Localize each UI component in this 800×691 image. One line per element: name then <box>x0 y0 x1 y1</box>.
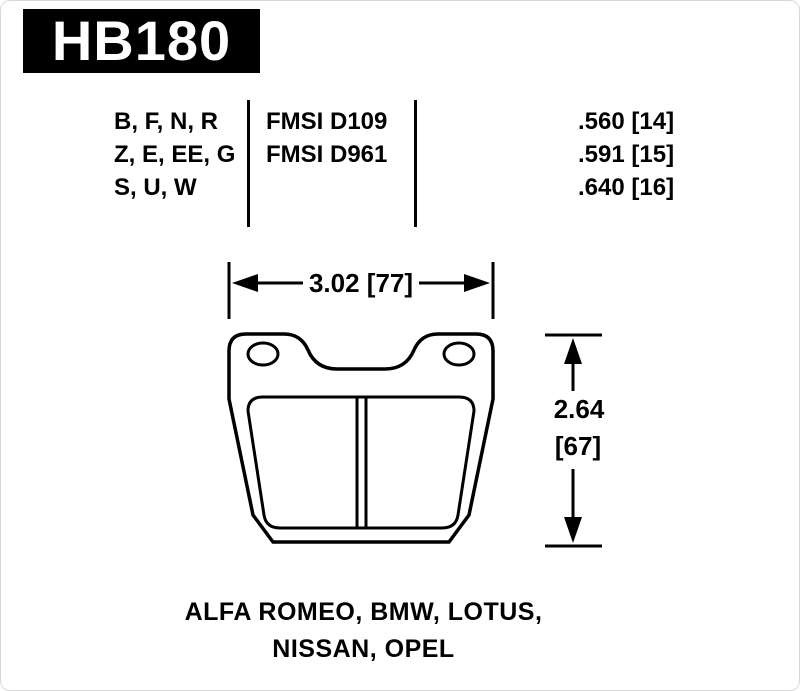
compound-codes-column: B, F, N, R Z, E, EE, G S, U, W <box>114 105 235 204</box>
up-arrowhead-icon <box>564 338 582 364</box>
thickness-column: .560 [14] .591 [15] .640 [16] <box>578 105 674 204</box>
down-arrowhead-icon <box>564 517 582 543</box>
table-divider-left <box>247 100 250 227</box>
width-dimension <box>227 262 495 319</box>
vehicle-applications: ALFA ROMEO, BMW, LOTUS, NISSAN, OPEL <box>21 594 706 668</box>
part-number-box: HB180 <box>23 9 260 73</box>
compound-codes-row: Z, E, EE, G <box>114 141 236 168</box>
table-divider-right <box>414 100 417 227</box>
spec-table: B, F, N, R Z, E, EE, G S, U, W FMSI D109… <box>1 1 799 241</box>
left-mounting-hole <box>246 341 280 367</box>
thickness-row: .560 [14] <box>578 108 675 135</box>
applications-line-1: ALFA ROMEO, BMW, LOTUS, <box>184 598 543 626</box>
friction-material-outline <box>246 395 476 530</box>
height-dimension <box>545 333 602 548</box>
height-dimension-inches: 2.64 <box>554 394 605 424</box>
compound-codes-row: S, U, W <box>114 174 197 201</box>
part-number: HB180 <box>51 9 232 72</box>
right-mounting-hole <box>442 341 476 367</box>
compound-codes-row: B, F, N, R <box>114 108 219 135</box>
fmsi-row: FMSI D961 <box>266 141 388 168</box>
thickness-row: .591 [15] <box>578 141 675 168</box>
fmsi-row: FMSI D109 <box>266 108 388 135</box>
width-dimension-label: 3.02 [77] <box>309 268 413 298</box>
pad-outline-group <box>227 332 495 544</box>
applications-line-2: NISSAN, OPEL <box>272 635 455 663</box>
pad-outer-outline <box>227 332 495 544</box>
fmsi-column: FMSI D109 FMSI D961 <box>266 105 387 204</box>
right-arrowhead-icon <box>464 274 490 292</box>
left-arrowhead-icon <box>232 274 258 292</box>
height-dimension-mm: [67] <box>555 431 601 461</box>
thickness-row: .640 [16] <box>578 174 675 201</box>
